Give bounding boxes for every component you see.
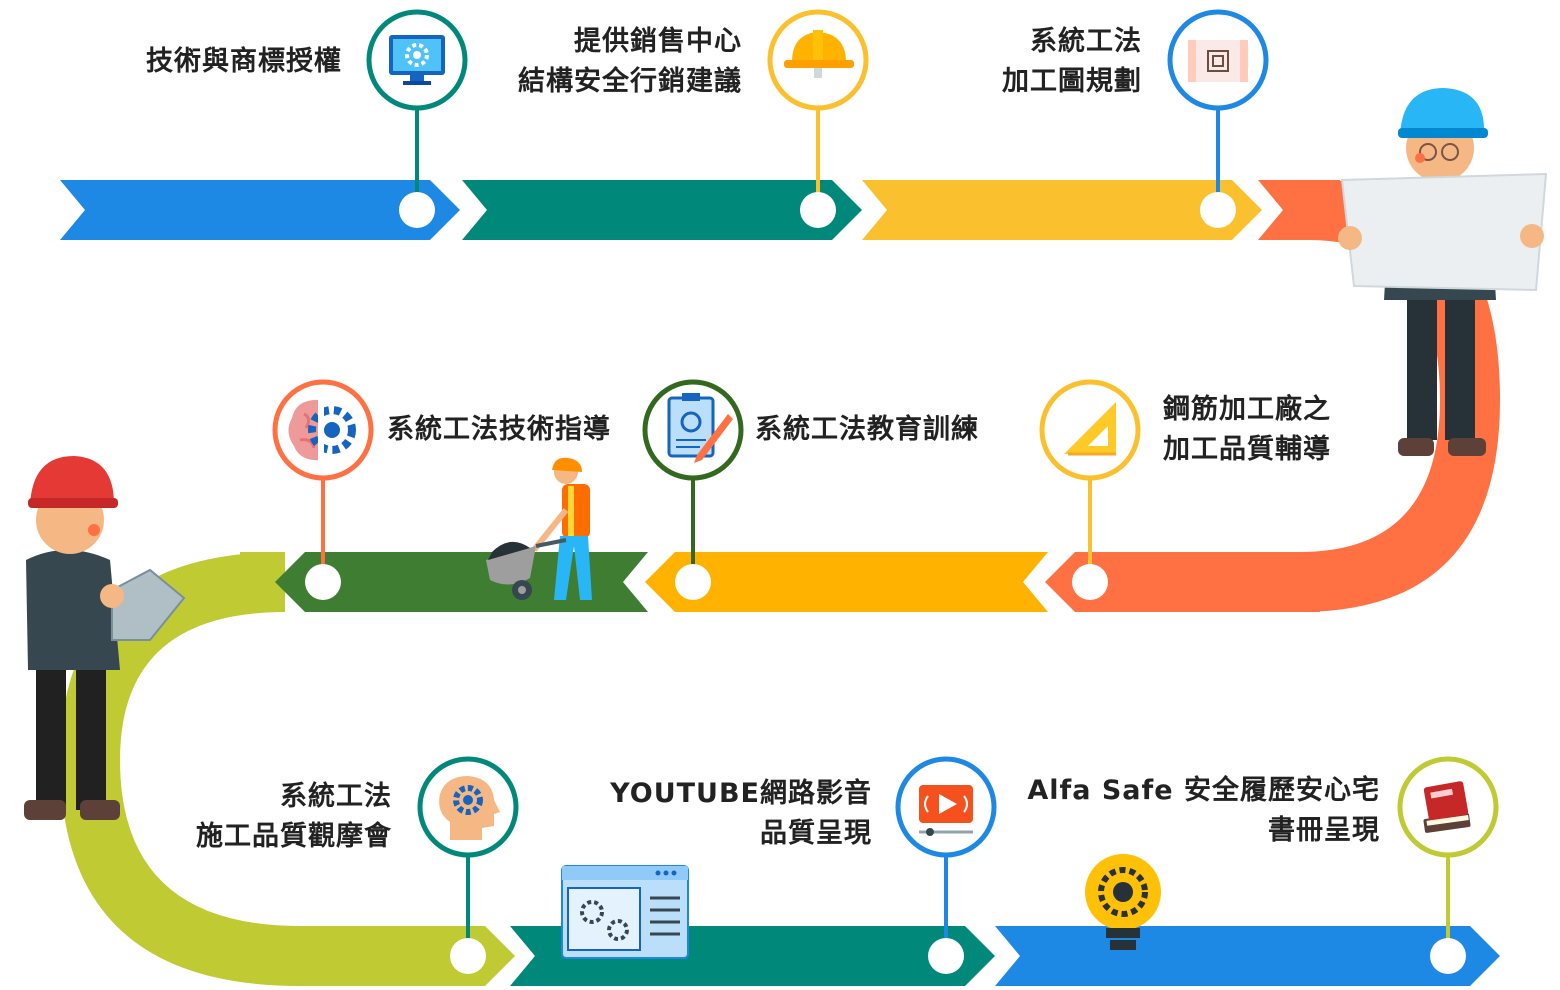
step-8-line-2: 品質呈現: [760, 818, 872, 849]
step-6-line-1: 系統工法技術指導: [387, 414, 611, 445]
monitor-gear-icon: [389, 35, 445, 85]
road-segment-3: [862, 180, 1262, 240]
video-player-icon: [919, 785, 973, 836]
step-label-alfa-safe-booklet: Alfa Safe 安全履歷安心宅 書冊呈現: [1000, 771, 1380, 851]
step-label-youtube-video-presentation: YOUTUBE網路影音 品質呈現: [572, 774, 872, 854]
step-2-line-2: 結構安全行銷建議: [518, 66, 742, 97]
milestone-6: [272, 379, 374, 600]
road-segment-6: [645, 552, 1048, 612]
step-label-education-training: 系統工法教育訓練: [755, 410, 1005, 450]
step-label-sales-center-advice: 提供銷售中心 結構安全行銷建議: [460, 22, 742, 102]
supervisor-clipboard-illustration: [24, 456, 186, 820]
blueprint-icon: [1188, 40, 1248, 82]
step-4-line-1: 鋼筋加工廠之: [1163, 394, 1331, 425]
milestone-7: [417, 756, 519, 974]
milestone-8: [895, 756, 997, 974]
milestone-3: [1167, 9, 1269, 228]
step-label-processing-drawing-planning: 系統工法 加工圖規劃: [900, 22, 1142, 102]
road-segment-8: [240, 552, 285, 612]
road-segment-11: [995, 926, 1500, 986]
step-5-line-1: 系統工法教育訓練: [755, 414, 979, 445]
milestone-4: [1039, 379, 1141, 600]
hard-hat-icon: [784, 30, 854, 78]
road-row-1: [60, 180, 1340, 240]
milestone-9: [1397, 756, 1499, 974]
step-4-line-2: 加工品質輔導: [1163, 434, 1331, 465]
step-label-technical-guidance: 系統工法技術指導: [387, 410, 637, 450]
road-segment-5: [1045, 552, 1320, 612]
step-3-line-1: 系統工法: [1030, 26, 1142, 57]
step-7-line-1: 系統工法: [280, 781, 392, 812]
engineer-blueprint-illustration: [1338, 88, 1548, 456]
step-label-rebar-plant-quality-guidance: 鋼筋加工廠之 加工品質輔導: [1163, 390, 1363, 470]
books-icon: [1423, 781, 1471, 833]
step-3-line-2: 加工圖規劃: [1002, 66, 1142, 97]
set-square-icon: [1064, 402, 1116, 456]
settings-window-illustration: [561, 865, 689, 959]
brain-gear-icon: [288, 398, 356, 462]
step-2-line-1: 提供銷售中心: [574, 26, 742, 57]
worker-wheelbarrow-illustration: [486, 457, 592, 600]
road-segment-1: [60, 180, 460, 240]
step-7-line-2: 施工品質觀摩會: [196, 821, 392, 852]
step-9-line-1: Alfa Safe 安全履歷安心宅: [1027, 775, 1380, 806]
lightbulb-gear-icon: [1085, 854, 1161, 950]
clipboard-pencil-icon: [667, 393, 733, 463]
step-1-line-1: 技術與商標授權: [146, 46, 342, 77]
road-row-2: [240, 552, 1320, 612]
road-segment-4: [1258, 180, 1340, 240]
step-label-technology-trademark-license: 技術與商標授權: [80, 42, 342, 82]
milestone-1: [366, 9, 468, 228]
step-9-line-2: 書冊呈現: [1268, 815, 1380, 846]
milestone-2: [767, 9, 869, 228]
head-gear-icon: [439, 776, 500, 840]
step-label-construction-quality-showcase: 系統工法 施工品質觀摩會: [150, 777, 392, 857]
step-8-line-1: YOUTUBE網路影音: [610, 778, 872, 809]
road-segment-2: [462, 180, 862, 240]
milestone-5: [642, 379, 744, 600]
